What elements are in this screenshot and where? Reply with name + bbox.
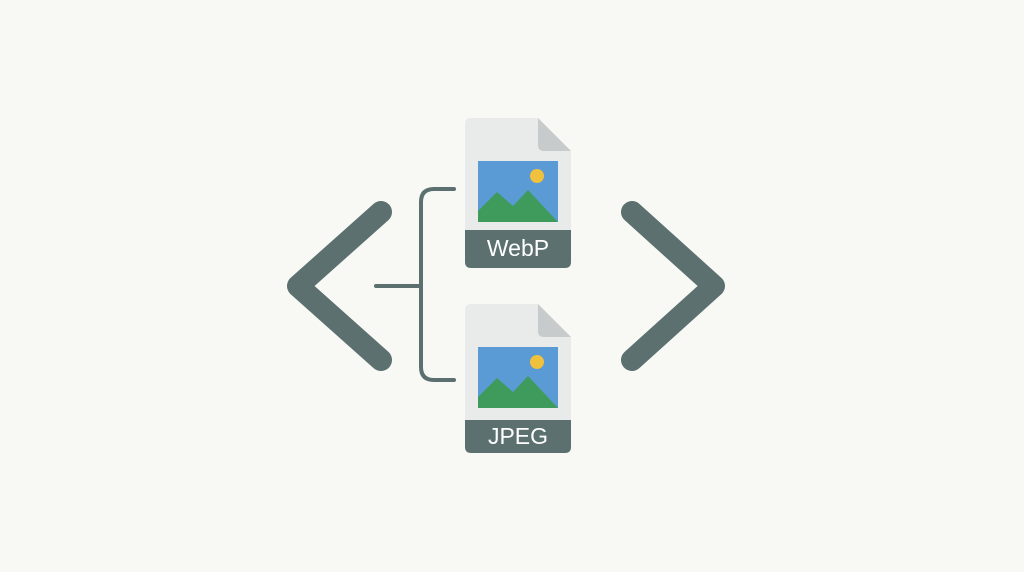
file-label: JPEG: [488, 423, 548, 449]
image-sun: [530, 355, 544, 369]
image-mountains: [478, 376, 558, 408]
image-file-icon: [478, 347, 558, 408]
branch-connector: [374, 187, 456, 382]
chevron-left-icon: [287, 201, 392, 371]
file-fold: [538, 118, 571, 151]
label-band: [465, 420, 571, 453]
label-band: [465, 230, 571, 268]
file-label: WebP: [487, 235, 549, 261]
image-file-icon: [478, 161, 558, 222]
chevron-right-icon: [621, 201, 725, 371]
file-jpeg: JPEG: [465, 304, 571, 453]
file-webp: WebP: [465, 118, 571, 268]
connector-bracket: [419, 187, 456, 382]
image-mountains: [478, 190, 558, 222]
file-fold: [538, 304, 571, 337]
image-sun: [530, 169, 544, 183]
